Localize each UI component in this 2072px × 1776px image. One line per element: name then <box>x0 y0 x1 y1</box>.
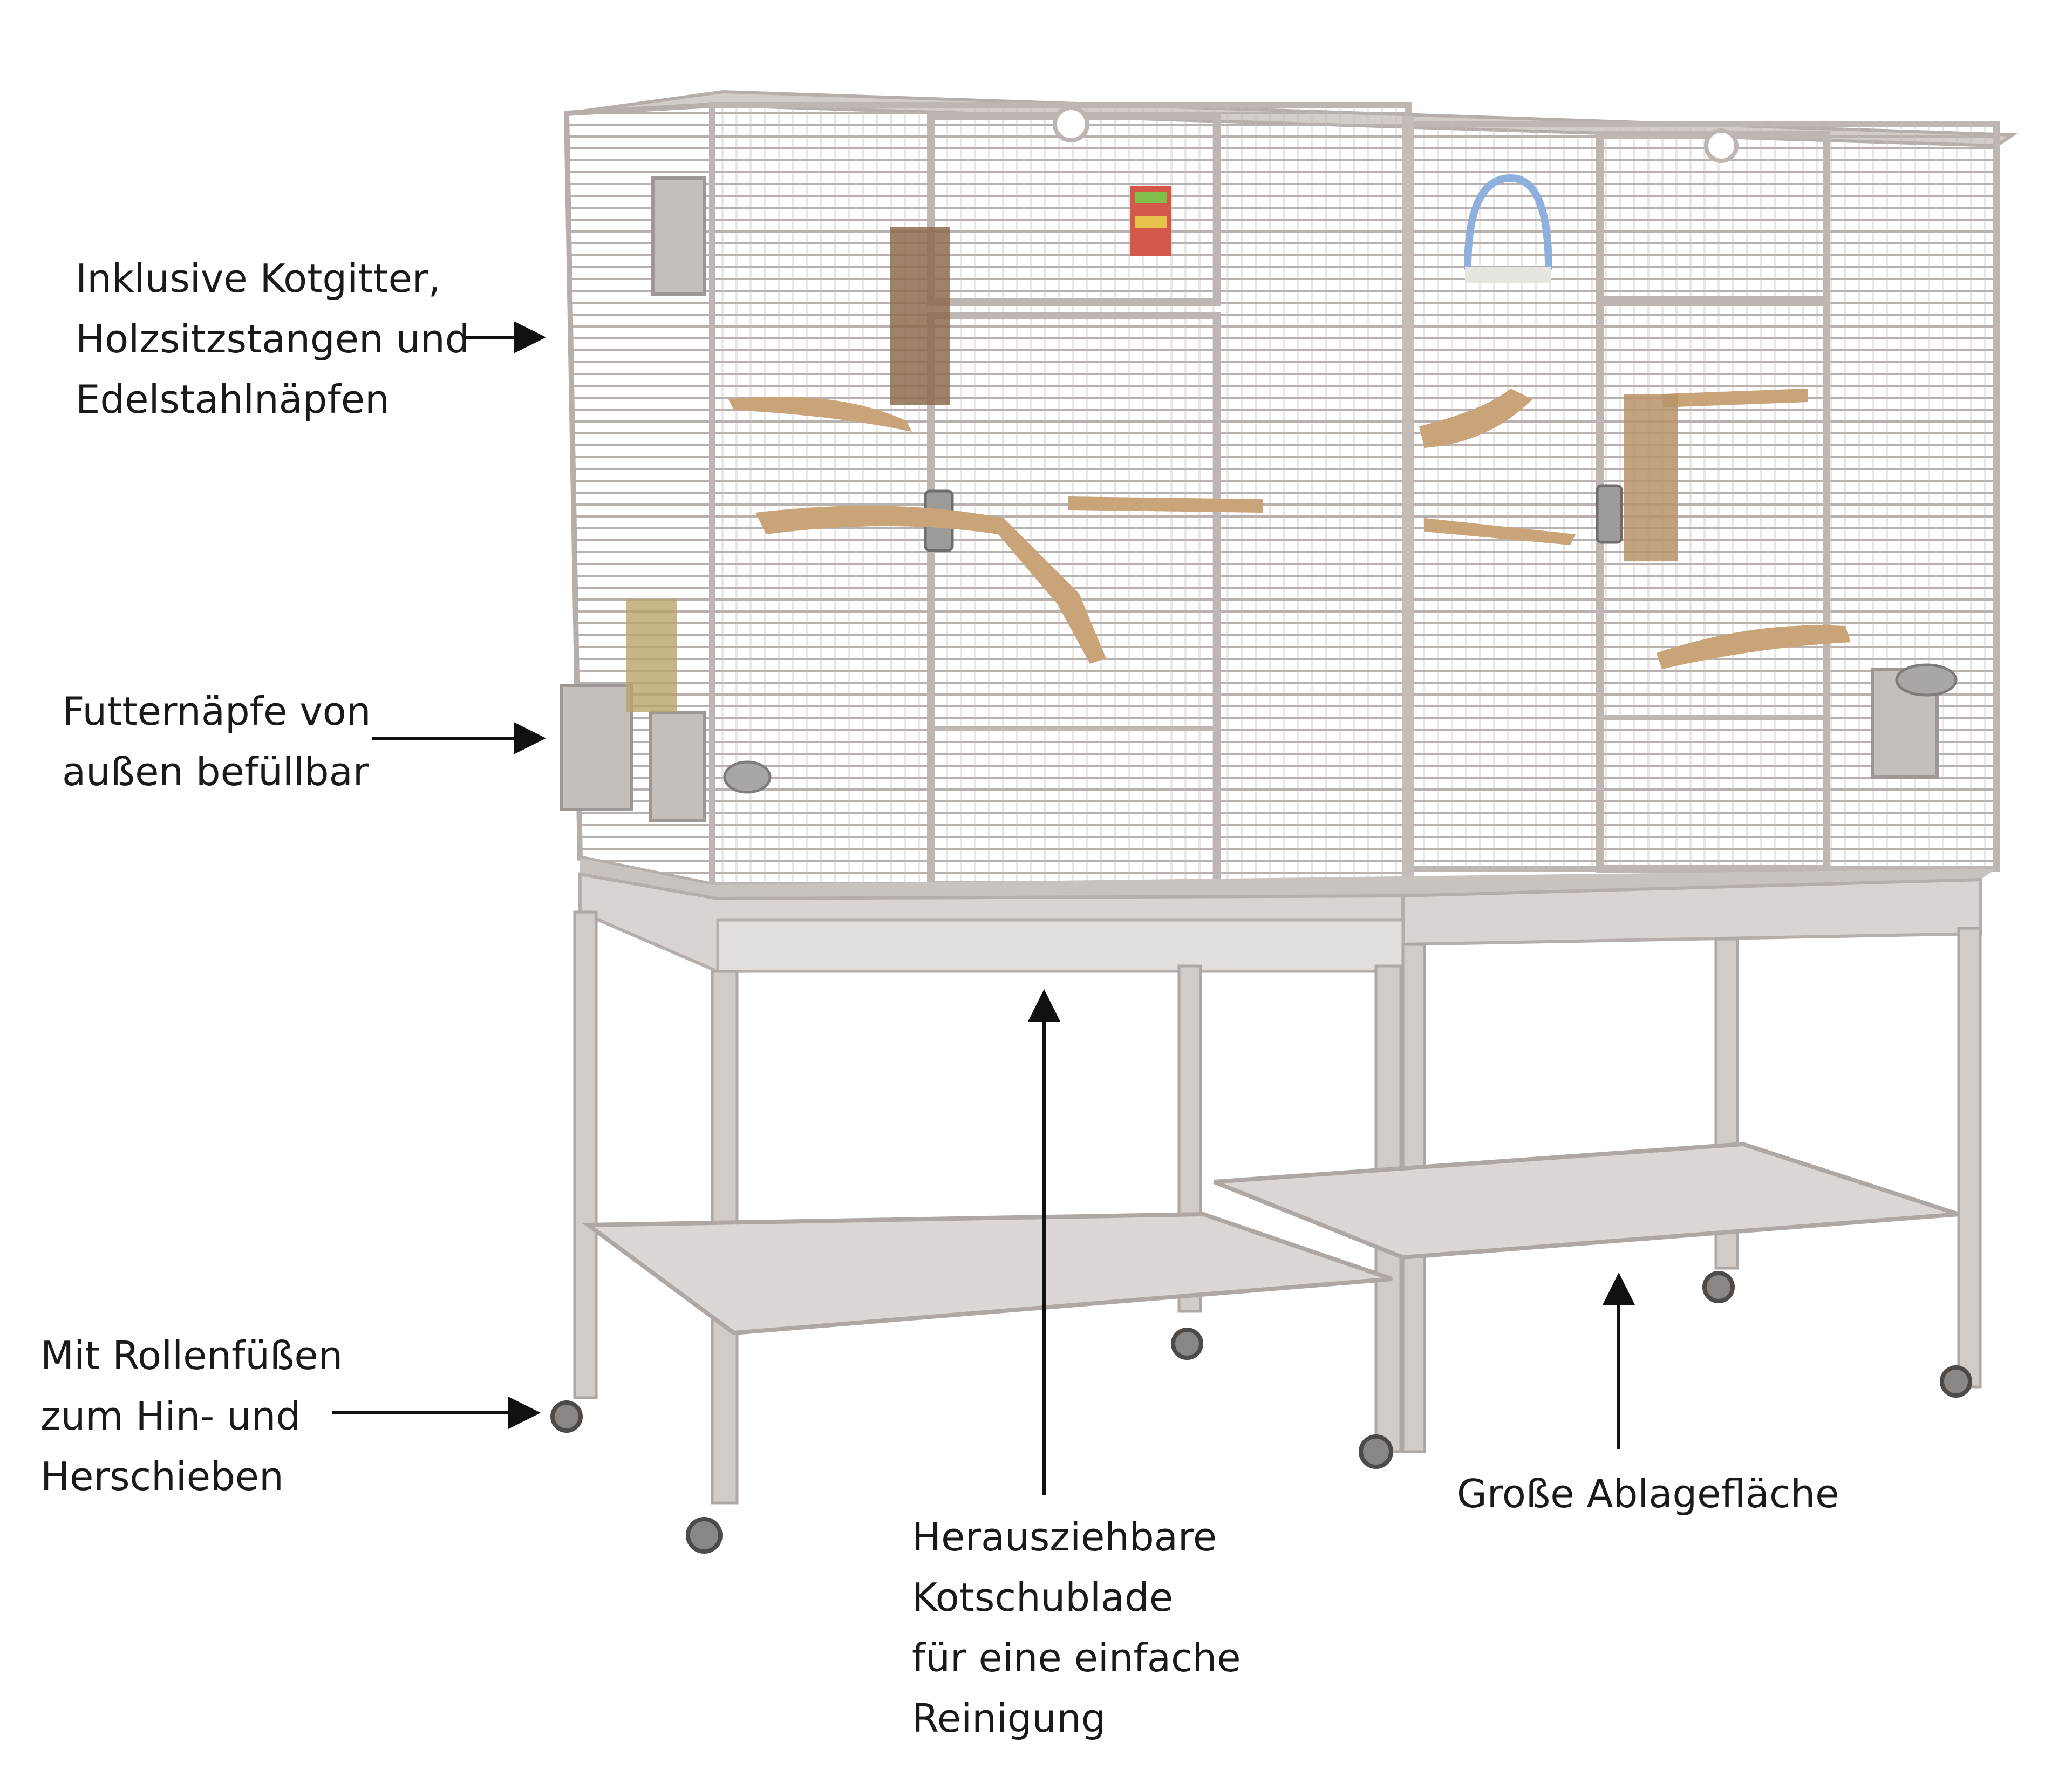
annotation-food: Futternäpfe von außen befüllbar <box>62 681 371 802</box>
annotation-line: Futternäpfe von <box>62 689 371 734</box>
annotation-line: Holzsitzstangen und <box>76 316 470 362</box>
annotation-line: Reinigung <box>912 1696 1106 1741</box>
annotation-line: für eine einfache <box>912 1635 1241 1680</box>
annotation-arrows <box>332 321 1635 1495</box>
annotation-line: Herschieben <box>40 1454 284 1499</box>
annotation-wheels: Mit Rollenfüßen zum Hin- und Herschieben <box>40 1325 343 1507</box>
cage-divider-post <box>1402 116 1414 888</box>
annotation-drawer: Herausziehbare Kotschublade für eine ein… <box>912 1507 1241 1748</box>
annotation-line: Kotschublade <box>912 1575 1174 1620</box>
annotation-line: Herausziehbare <box>912 1514 1217 1560</box>
annotation-line: Mit Rollenfüßen <box>40 1333 343 1378</box>
annotation-line: Große Ablagefläche <box>1457 1471 1839 1516</box>
annotation-line: Inklusive Kotgitter, <box>76 256 441 301</box>
annotation-line: zum Hin- und <box>40 1393 301 1439</box>
cage-front-left <box>560 102 1412 889</box>
annotation-line: Edelstahlnäpfen <box>76 377 390 422</box>
annotation-line: außen befüllbar <box>62 749 369 794</box>
caster-wheels <box>550 1271 1972 1554</box>
annotation-top: Inklusive Kotgitter, Holzsitzstangen und… <box>76 248 470 430</box>
cage-front-right <box>1405 121 2000 873</box>
stand-lower-shelf <box>582 1141 1960 1336</box>
annotation-shelf: Große Ablagefläche <box>1457 1464 1839 1524</box>
